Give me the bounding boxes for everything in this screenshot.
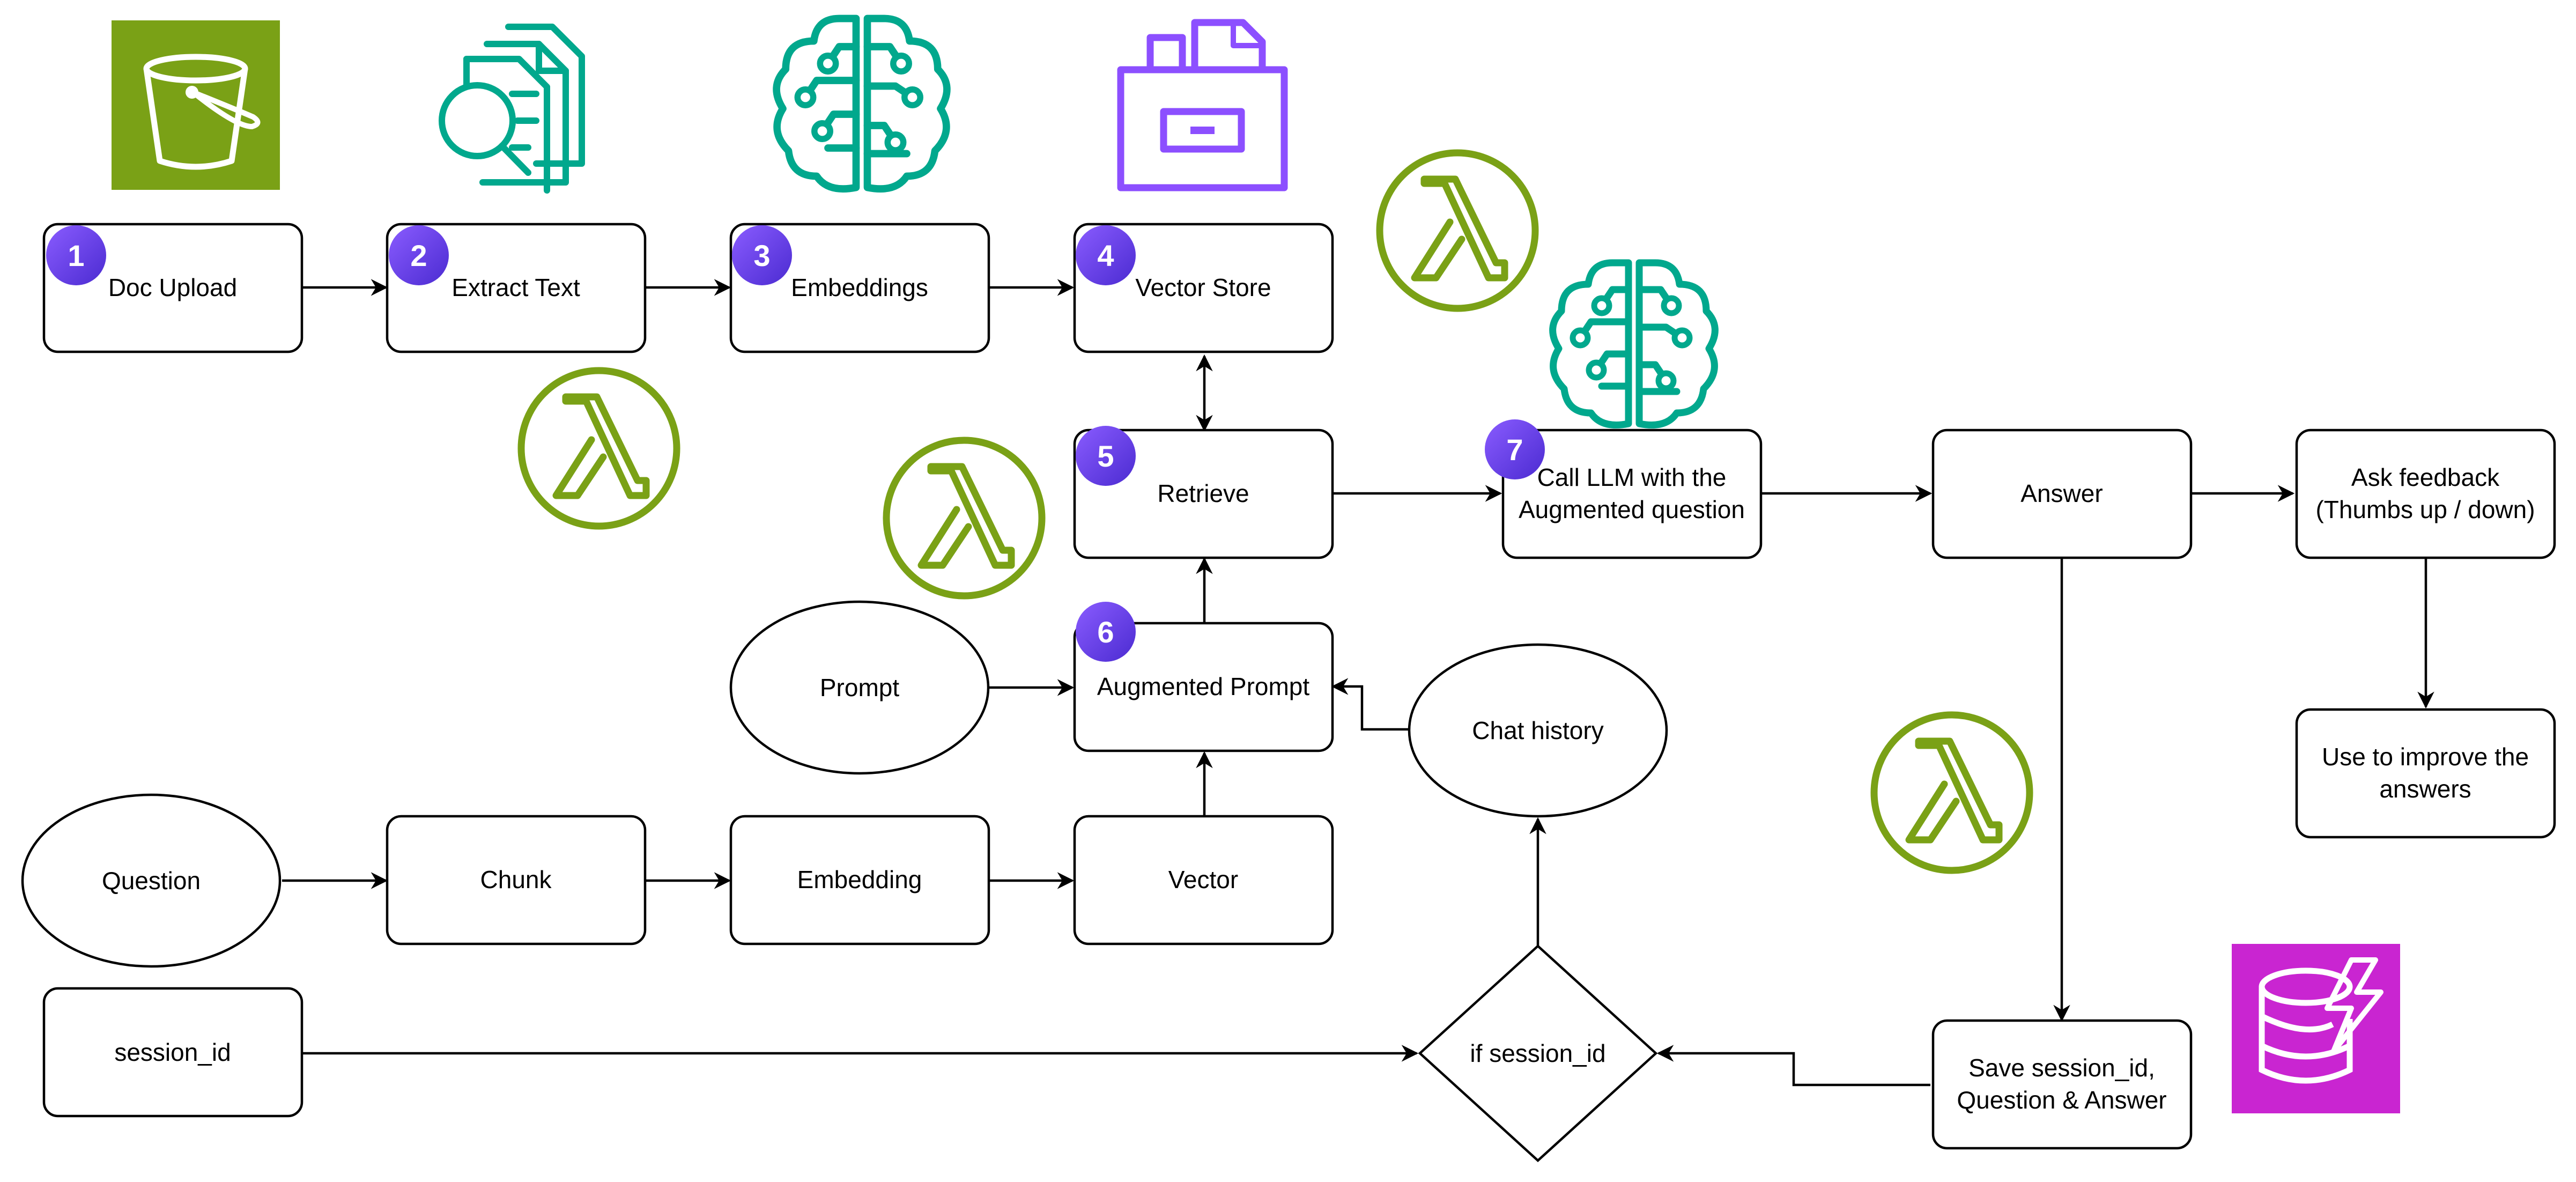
dynamodb-icon: [2232, 944, 2400, 1113]
sagemaker-brain-icon: [776, 19, 947, 189]
vector-store-label: Vector Store: [1135, 274, 1271, 301]
if-session-id-decision: if session_id: [1418, 944, 1658, 1163]
svg-text:7: 7: [1506, 433, 1523, 467]
step-badge: 1: [46, 225, 106, 285]
vector-node: Vector: [1073, 815, 1334, 945]
use-to-improve-node: Use to improve the answers: [2295, 708, 2556, 839]
call-llm-label-line2: Augmented question: [1519, 496, 1745, 523]
use-to-improve-label-line1: Use to improve the: [2322, 743, 2529, 771]
call-llm-node: Call LLM with the Augmented question: [1501, 429, 1763, 559]
ask-feedback-label-line1: Ask feedback: [2351, 463, 2500, 491]
extract-text-node: Extract Text: [386, 223, 647, 353]
sagemaker-brain-icon: [1553, 263, 1715, 425]
vector-database-icon: [1117, 19, 1288, 191]
svg-text:3: 3: [753, 239, 770, 272]
embedding-label: Embedding: [797, 866, 922, 893]
if-session-id-label: if session_id: [1470, 1039, 1605, 1067]
textract-icon: [439, 24, 585, 194]
step-badge: 3: [732, 225, 792, 285]
retrieve-label: Retrieve: [1157, 479, 1249, 507]
lambda-icon: [521, 371, 677, 526]
vector-label: Vector: [1168, 866, 1238, 893]
embeddings-label: Embeddings: [791, 274, 928, 301]
extract-text-label: Extract Text: [451, 274, 580, 301]
embedding-node: Embedding: [729, 815, 990, 945]
use-to-improve-label-line2: answers: [2379, 775, 2471, 803]
lambda-icon: [1380, 153, 1535, 308]
chat-history-label: Chat history: [1472, 716, 1603, 744]
chunk-node: Chunk: [386, 815, 647, 945]
session-id-label: session_id: [114, 1038, 231, 1066]
call-llm-label-line1: Call LLM with the: [1537, 463, 1727, 491]
save-session-label-line2: Question & Answer: [1957, 1086, 2166, 1114]
prompt-node: Prompt: [729, 600, 990, 775]
ask-feedback-label-line2: (Thumbs up / down): [2315, 496, 2535, 523]
question-node: Question: [21, 793, 282, 968]
embeddings-node: Embeddings: [729, 223, 990, 353]
doc-upload-label: Doc Upload: [108, 274, 237, 301]
step-badge: 4: [1076, 225, 1136, 285]
chunk-label: Chunk: [480, 866, 552, 893]
augmented-prompt-node: Augmented Prompt: [1073, 622, 1334, 752]
step-badge: 2: [389, 225, 449, 285]
session-id-node: session_id: [42, 987, 304, 1118]
lambda-icon: [1874, 715, 2030, 870]
question-label: Question: [102, 867, 201, 895]
lambda-icon: [886, 440, 1042, 596]
step-badge: 6: [1076, 602, 1136, 662]
s3-bucket-icon: [112, 20, 280, 190]
connectors: [282, 279, 2434, 1087]
svg-text:1: 1: [68, 239, 84, 272]
step-badge: 5: [1076, 426, 1136, 486]
answer-node: Answer: [1931, 429, 2193, 559]
svg-text:6: 6: [1097, 615, 1114, 649]
chat-history-node: Chat history: [1408, 643, 1668, 818]
save-session-label-line1: Save session_id,: [1968, 1054, 2155, 1082]
vector-store-node: Vector Store: [1073, 223, 1334, 353]
step-badge: 7: [1485, 419, 1545, 479]
prompt-label: Prompt: [820, 674, 899, 701]
augmented-prompt-label: Augmented Prompt: [1097, 673, 1310, 700]
svg-text:4: 4: [1097, 239, 1114, 272]
save-session-node: Save session_id, Question & Answer: [1931, 1019, 2193, 1150]
svg-text:5: 5: [1097, 439, 1114, 473]
doc-upload-node: Doc Upload: [42, 223, 304, 353]
retrieve-node: Retrieve: [1073, 429, 1334, 559]
svg-text:2: 2: [410, 239, 427, 272]
answer-label: Answer: [2020, 479, 2103, 507]
ask-feedback-node: Ask feedback (Thumbs up / down): [2295, 429, 2556, 559]
